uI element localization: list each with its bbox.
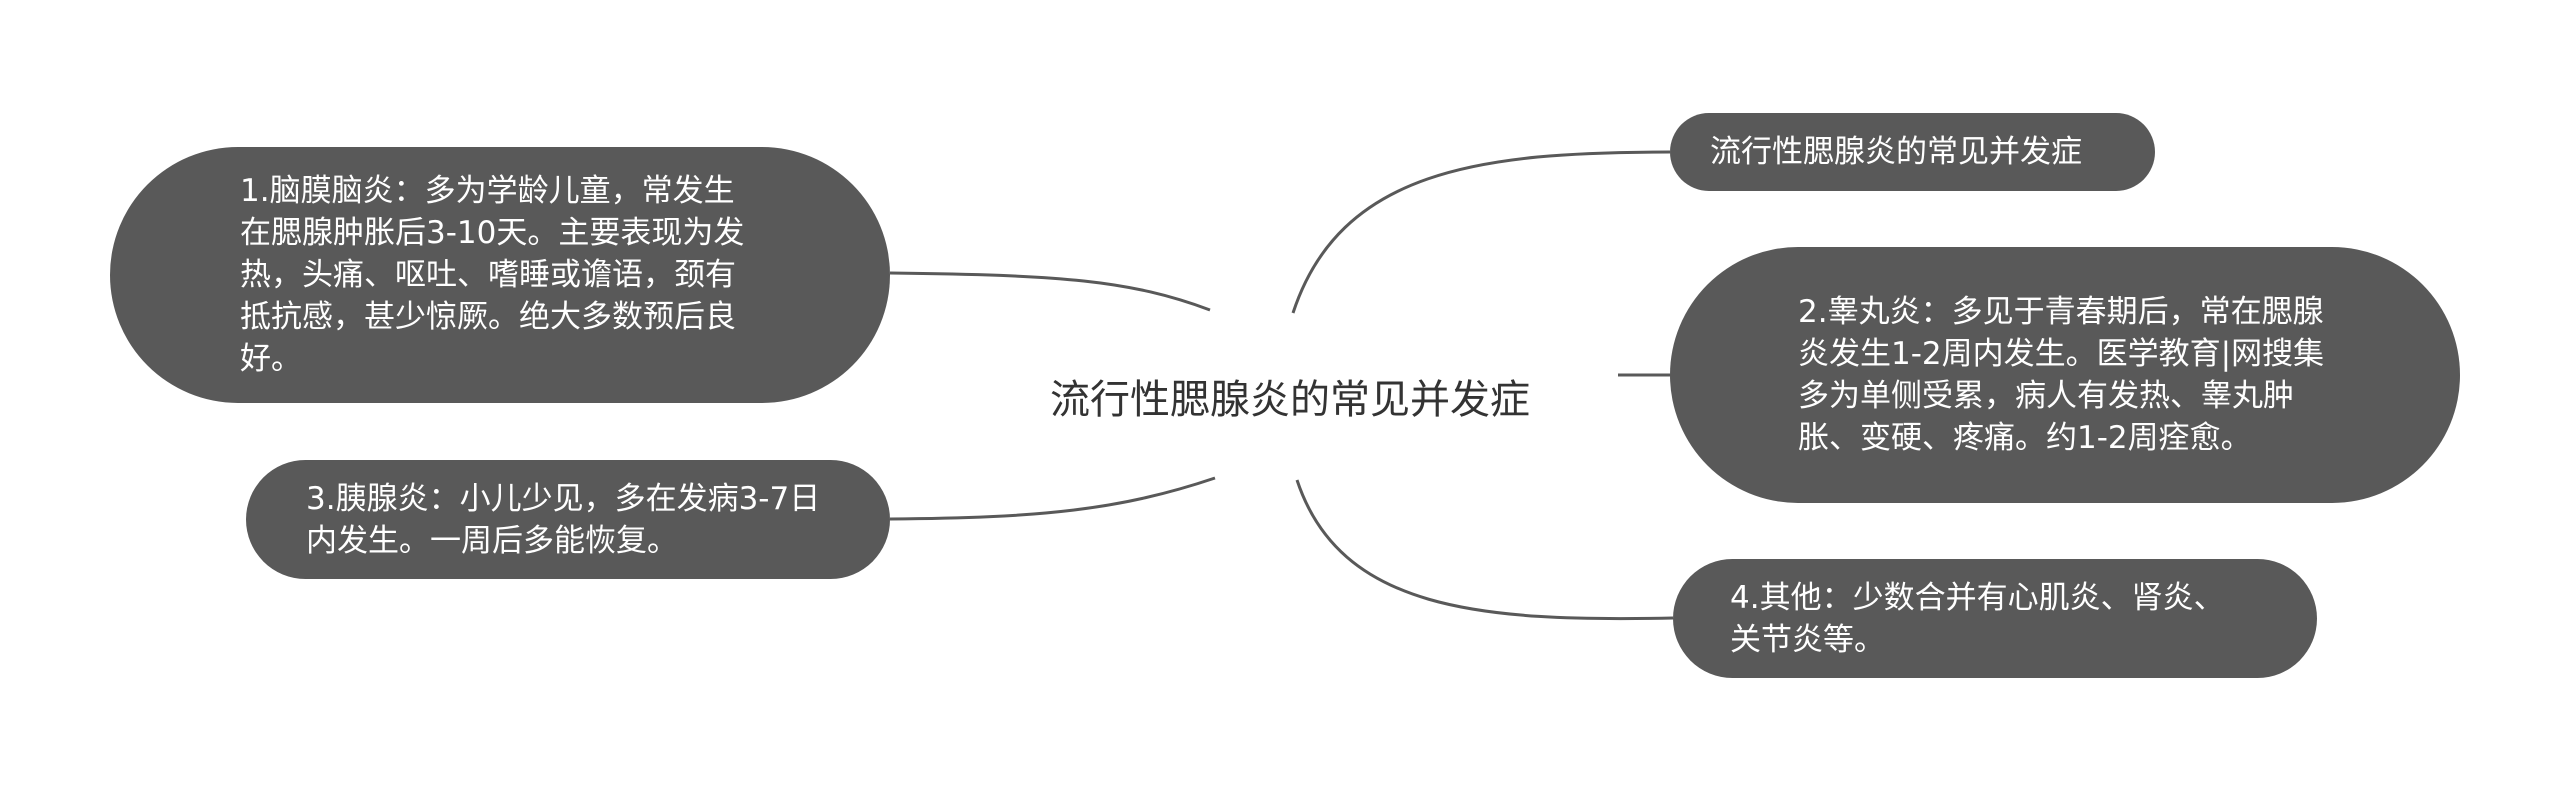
connector-to-other-node bbox=[1295, 479, 1674, 621]
branch-node-other-label: 4.其他：少数合并有心肌炎、肾炎、关节炎等。 bbox=[1730, 579, 2225, 658]
branch-node-other: 4.其他：少数合并有心肌炎、肾炎、关节炎等。 bbox=[1673, 559, 2317, 678]
branch-node-pancreatitis: 3.胰腺炎：小儿少见，多在发病3-7日内发生。一周后多能恢复。 bbox=[246, 460, 890, 579]
central-topic-label: 流行性腮腺炎的常见并发症 bbox=[1050, 377, 1530, 423]
branch-node-meningitis: 1.脑膜脑炎：多为学龄儿童，常发生在腮腺肿胀后3-10天。主要表现为发热，头痛、… bbox=[110, 147, 890, 403]
branch-node-meningitis-label: 1.脑膜脑炎：多为学龄儿童，常发生在腮腺肿胀后3-10天。主要表现为发热，头痛、… bbox=[240, 173, 745, 377]
central-topic: 流行性腮腺炎的常见并发症 bbox=[1010, 330, 1570, 470]
connector-to-meningitis-node bbox=[889, 271, 1211, 312]
connector-to-title-node bbox=[1291, 150, 1671, 314]
branch-node-title-label: 流行性腮腺炎的常见并发症 bbox=[1710, 134, 2082, 170]
branch-node-orchitis: 2.睾丸炎：多见于青春期后，常在腮腺炎发生1-2周内发生。医学教育|网搜集多为单… bbox=[1670, 247, 2460, 503]
branch-node-title: 流行性腮腺炎的常见并发症 bbox=[1670, 113, 2155, 191]
connector-to-pancreatitis-node bbox=[889, 476, 1216, 521]
branch-node-pancreatitis-label: 3.胰腺炎：小儿少见，多在发病3-7日内发生。一周后多能恢复。 bbox=[306, 480, 821, 559]
branch-node-orchitis-label: 2.睾丸炎：多见于青春期后，常在腮腺炎发生1-2周内发生。医学教育|网搜集多为单… bbox=[1798, 294, 2325, 456]
